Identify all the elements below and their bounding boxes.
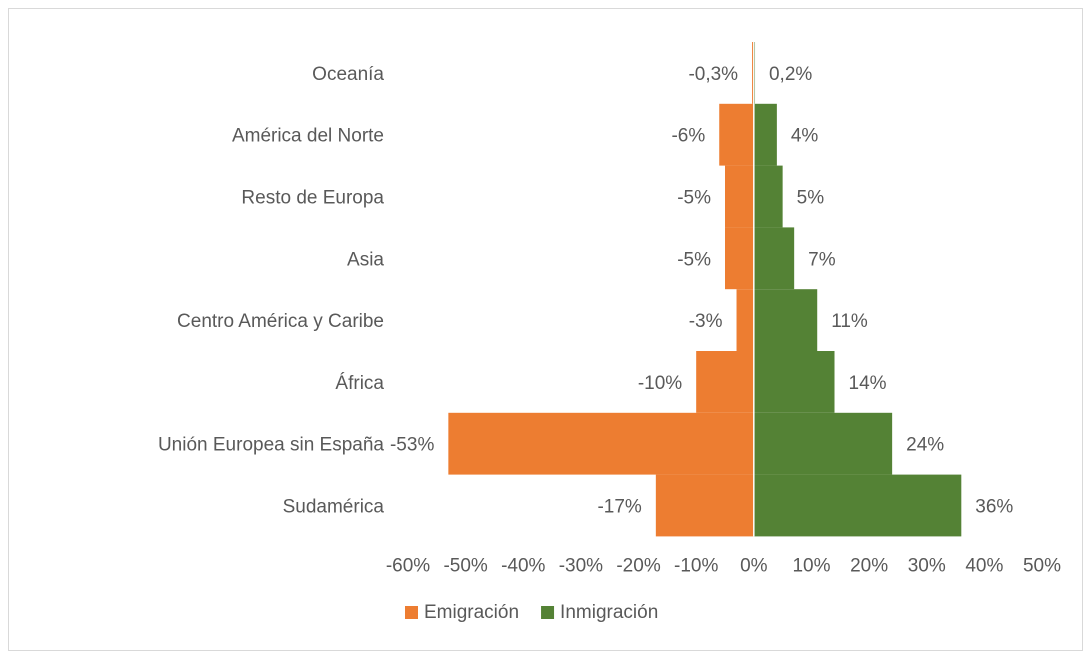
bar-inmigracion [753,165,783,228]
value-label-inmigracion: 4% [791,126,819,147]
x-tick-label: -20% [616,555,660,576]
value-label-inmigracion: 14% [849,373,887,394]
value-label-inmigracion: 24% [906,435,944,456]
x-tick-label: 30% [908,555,946,576]
category-label: Centro América y Caribe [177,311,384,332]
x-tick-label: 50% [1023,555,1061,576]
legend-swatch-emigracion [405,606,418,619]
x-tick-label: 40% [965,555,1003,576]
category-label: Unión Europea sin España [158,435,384,456]
value-label-inmigracion: 36% [975,497,1013,518]
category-label: África [335,373,384,394]
value-labels-layer: -0,3% 0,2% -6% 4% -5% 5% -5% 7% -3% 11% -10% 14% -53… [390,64,1013,518]
bar-emigracion [448,412,754,475]
x-tick-label: 20% [850,555,888,576]
value-label-emigracion: -17% [597,497,641,518]
value-label-inmigracion: 7% [808,249,836,270]
category-label: Sudamérica [283,497,385,518]
x-tick-label: 10% [792,555,830,576]
category-label: América del Norte [232,126,384,147]
bar-inmigracion [753,103,777,166]
category-label: Asia [347,249,384,270]
x-tick-label: -40% [501,555,545,576]
x-tick-label: -50% [443,555,487,576]
x-tick-label: -10% [674,555,718,576]
bar-emigracion [725,227,754,290]
bar-emigracion [655,474,754,537]
bar-emigracion [696,351,754,413]
bar-emigracion [719,103,754,166]
x-tick-label: 0% [740,555,768,576]
value-label-emigracion: -10% [638,373,682,394]
bar-inmigracion [753,289,818,351]
value-label-emigracion: -5% [677,249,711,270]
bar-inmigracion [753,474,962,537]
value-label-emigracion: -0,3% [688,64,738,85]
x-axis-ticks-layer: -60% -50% -40% -30% -20% -10% 0% 10% 20% 30% 40% 50… [386,555,1061,576]
legend: Emigración Inmigración [405,602,658,623]
bar-emigracion [752,42,754,104]
legend-label-emigracion: Emigración [424,602,519,623]
value-label-emigracion: -3% [689,311,723,332]
value-label-inmigracion: 0,2% [769,64,812,85]
x-tick-label: -60% [386,555,430,576]
bar-emigracion [725,165,754,228]
category-label: Oceanía [312,64,384,85]
value-label-emigracion: -5% [677,188,711,209]
value-label-inmigracion: 5% [797,188,825,209]
value-label-emigracion: -53% [390,435,434,456]
value-label-emigracion: -6% [671,126,705,147]
bar-inmigracion [753,351,835,413]
bar-emigracion [736,289,754,351]
x-tick-label: -30% [559,555,603,576]
bar-inmigracion [753,227,795,290]
category-label: Resto de Europa [241,188,384,209]
legend-label-inmigracion: Inmigración [560,602,658,623]
chart-frame [8,8,1083,651]
bar-inmigracion [753,412,893,475]
value-label-inmigracion: 11% [831,311,868,332]
bars-layer [448,42,962,537]
legend-swatch-inmigracion [541,606,555,619]
